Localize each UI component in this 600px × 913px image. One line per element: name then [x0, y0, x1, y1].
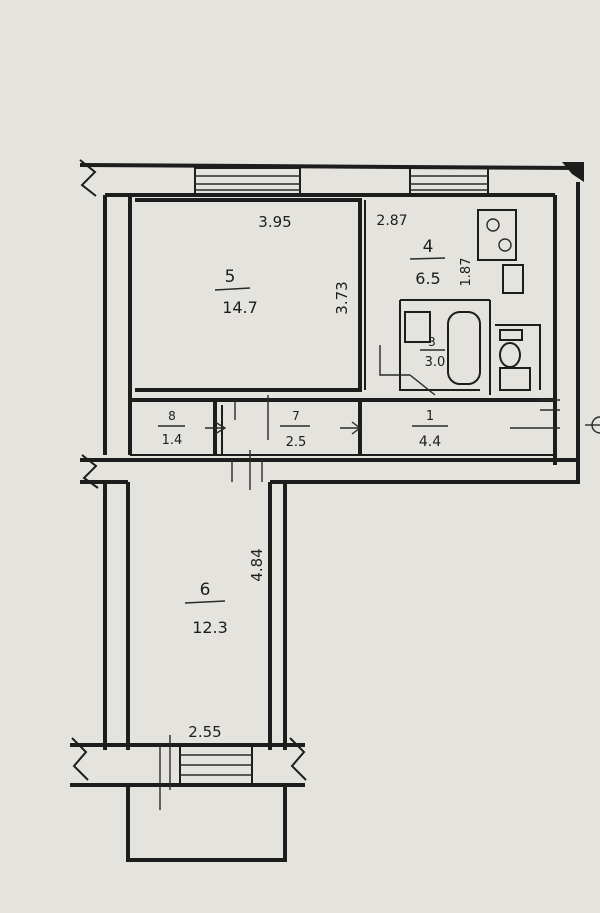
dim-room4-width: 2.87 — [376, 213, 407, 229]
room-4-number: 4 — [423, 237, 434, 257]
room-8-number: 8 — [168, 409, 176, 423]
room-3-area: 3.0 — [425, 355, 446, 370]
windows — [179, 167, 489, 786]
room-1-area: 4.4 — [419, 434, 441, 450]
room-7-number: 7 — [292, 409, 300, 423]
dim-room5-width: 3.95 — [258, 213, 291, 231]
room-6-number: 6 — [200, 580, 211, 600]
room-3-label: 3 3.0 — [420, 335, 445, 370]
room-8-label: 8 1.4 — [158, 409, 185, 448]
dim-room6-width: 2.55 — [188, 723, 221, 741]
room-3-number: 3 — [428, 335, 436, 349]
dim-room6-depth: 4.84 — [248, 548, 266, 581]
toilet-icon — [499, 342, 521, 368]
room-4-area: 6.5 — [415, 269, 440, 288]
stove-icon — [477, 209, 517, 261]
dimension-labels: 3.95 2.87 3.73 1.87 4.84 2.55 — [188, 213, 474, 741]
room-6-area: 12.3 — [192, 618, 228, 637]
room-5-label: 5 14.7 — [214, 267, 258, 317]
dim-room5-depth: 3.73 — [333, 281, 351, 314]
room-7-area: 2.5 — [286, 435, 307, 450]
room-1-number: 1 — [426, 409, 434, 424]
sink-icon — [502, 264, 524, 294]
room-6-label: 6 12.3 — [184, 580, 228, 637]
room-5-number: 5 — [225, 267, 236, 287]
partitions — [130, 198, 600, 810]
outer-walls — [70, 159, 584, 862]
bathtub-icon — [447, 311, 481, 385]
washbasin-icon — [404, 311, 431, 343]
room-7-label: 7 2.5 — [280, 409, 310, 450]
room-5-area: 14.7 — [222, 298, 258, 317]
room-8-area: 1.4 — [162, 433, 183, 448]
fixtures — [404, 209, 531, 391]
room-1-label: 1 4.4 — [412, 409, 448, 450]
room-4-label: 4 6.5 — [409, 237, 446, 288]
dim-room4-depth: 1.87 — [459, 258, 474, 287]
